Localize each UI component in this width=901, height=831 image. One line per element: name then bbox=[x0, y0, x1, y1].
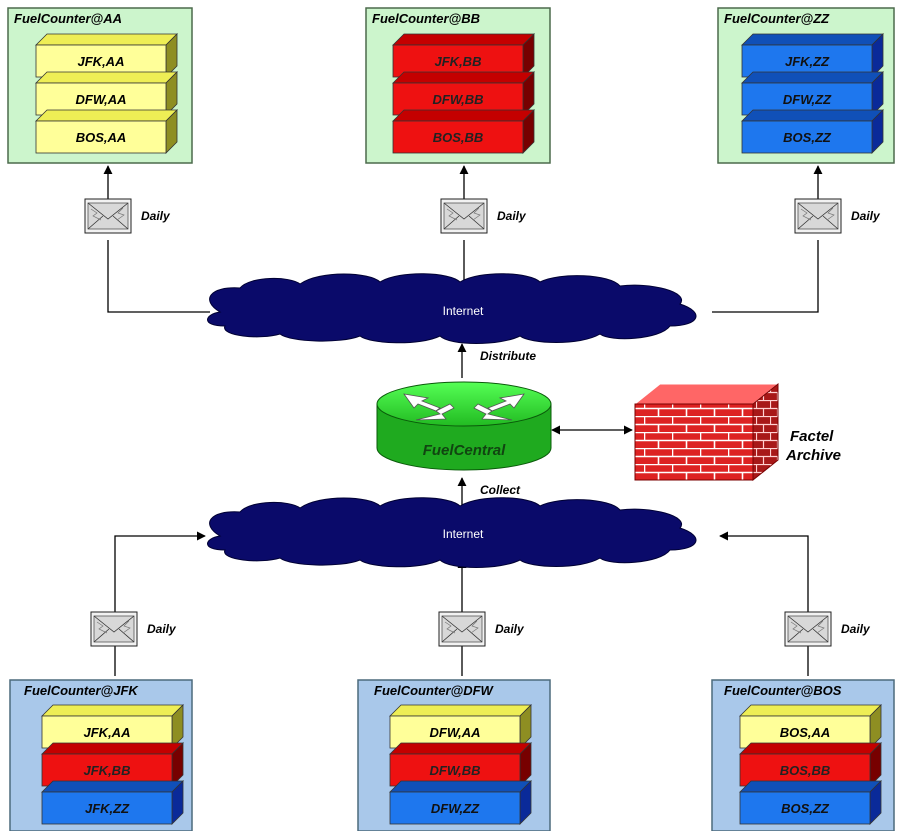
record-block: DFW,ZZ bbox=[741, 71, 884, 116]
record-block: DFW,AA bbox=[389, 704, 532, 749]
record-block: BOS,BB bbox=[392, 109, 535, 154]
bottom-cloud: Internet bbox=[207, 497, 697, 568]
link-jfk-upper bbox=[114, 531, 206, 612]
link-aa-lower bbox=[107, 240, 210, 313]
envelope-icon bbox=[440, 198, 488, 234]
record-label: BOS,BB bbox=[433, 130, 484, 145]
record-label: BOS,ZZ bbox=[781, 801, 830, 816]
distribute-label: Distribute bbox=[480, 349, 536, 363]
record-block: DFW,AA bbox=[35, 71, 178, 116]
record-label: DFW,BB bbox=[429, 763, 480, 778]
record-block: BOS,ZZ bbox=[739, 780, 882, 825]
archive-label-line1: Factel bbox=[790, 428, 834, 445]
brick-wall-icon bbox=[633, 382, 780, 482]
record-block: BOS,AA bbox=[739, 704, 882, 749]
record-label: JFK,AA bbox=[84, 725, 131, 740]
daily-label: Daily bbox=[497, 209, 527, 223]
envelope-icon bbox=[90, 611, 138, 647]
record-block: JFK,ZZ bbox=[741, 33, 884, 78]
record-label: DFW,BB bbox=[432, 92, 483, 107]
record-label: BOS,AA bbox=[780, 725, 831, 740]
envelope-icon bbox=[438, 611, 486, 647]
record-label: JFK,BB bbox=[84, 763, 131, 778]
central-label: FuelCentral bbox=[423, 442, 506, 459]
record-label: JFK,ZZ bbox=[85, 801, 130, 816]
daily-label: Daily bbox=[495, 622, 525, 636]
daily-label: Daily bbox=[841, 622, 871, 636]
record-label: JFK,BB bbox=[435, 54, 482, 69]
envelope-icon bbox=[84, 198, 132, 234]
record-label: BOS,AA bbox=[76, 130, 127, 145]
record-block: JFK,AA bbox=[41, 704, 184, 749]
record-label: DFW,ZZ bbox=[783, 92, 832, 107]
router-icon: FuelCentral bbox=[376, 381, 552, 471]
record-block: JFK,AA bbox=[35, 33, 178, 78]
record-label: JFK,ZZ bbox=[785, 54, 830, 69]
cloud-label: Internet bbox=[443, 527, 484, 541]
link-zz-lower bbox=[712, 240, 819, 313]
record-block: BOS,BB bbox=[739, 742, 882, 787]
panel-title: FuelCounter@ZZ bbox=[724, 11, 830, 26]
panel-title: FuelCounter@JFK bbox=[24, 683, 139, 698]
record-block: JFK,BB bbox=[41, 742, 184, 787]
top-cloud: Internet bbox=[207, 273, 697, 344]
record-label: JFK,AA bbox=[78, 54, 125, 69]
panel-title: FuelCounter@BB bbox=[372, 11, 480, 26]
record-label: DFW,AA bbox=[75, 92, 126, 107]
record-block: JFK,BB bbox=[392, 33, 535, 78]
daily-label: Daily bbox=[851, 209, 881, 223]
record-label: BOS,BB bbox=[780, 763, 831, 778]
connectors bbox=[103, 165, 823, 676]
record-block: DFW,BB bbox=[389, 742, 532, 787]
record-label: BOS,ZZ bbox=[783, 130, 832, 145]
record-block: BOS,AA bbox=[35, 109, 178, 154]
record-block: JFK,ZZ bbox=[41, 780, 184, 825]
daily-label: Daily bbox=[141, 209, 171, 223]
daily-label: Daily bbox=[147, 622, 177, 636]
envelope-icon bbox=[784, 611, 832, 647]
panel-title: FuelCounter@DFW bbox=[374, 683, 495, 698]
archive-label-line2: Archive bbox=[785, 447, 841, 464]
record-block: DFW,BB bbox=[392, 71, 535, 116]
envelope-icon bbox=[794, 198, 842, 234]
collect-label: Collect bbox=[480, 483, 521, 497]
record-stacks: JFK,AA DFW,AA BOS,AA JFK,BB DFW,BB BOS,BB JFK,… bbox=[35, 33, 884, 825]
record-label: DFW,ZZ bbox=[431, 801, 480, 816]
record-block: BOS,ZZ bbox=[741, 109, 884, 154]
cloud-label: Internet bbox=[443, 304, 484, 318]
link-bos-upper bbox=[719, 531, 809, 612]
panel-title: FuelCounter@BOS bbox=[724, 683, 842, 698]
record-block: DFW,ZZ bbox=[389, 780, 532, 825]
panel-title: FuelCounter@AA bbox=[14, 11, 122, 26]
record-label: DFW,AA bbox=[429, 725, 480, 740]
